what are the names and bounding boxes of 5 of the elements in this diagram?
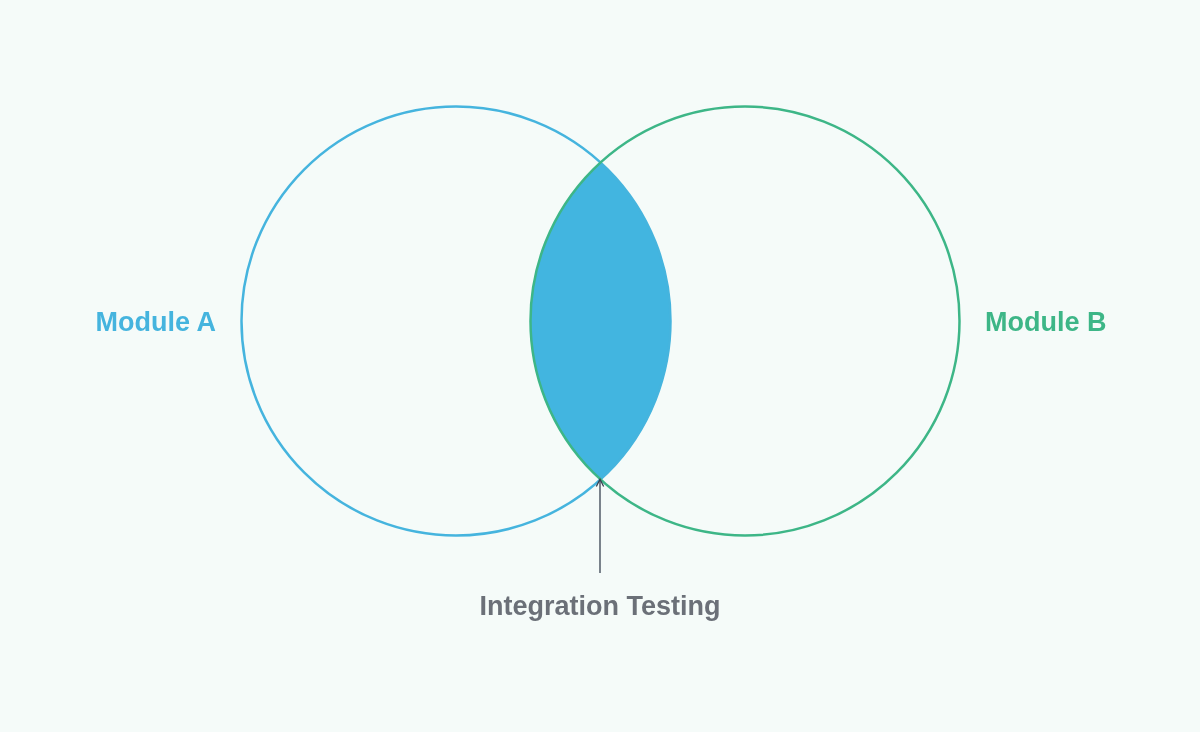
module-label: Module B [985,306,1107,339]
integration-label: Integration Testing [479,589,721,623]
arrow [595,478,605,574]
module-label: Module A [95,306,216,339]
intersection-lens [530,161,671,481]
